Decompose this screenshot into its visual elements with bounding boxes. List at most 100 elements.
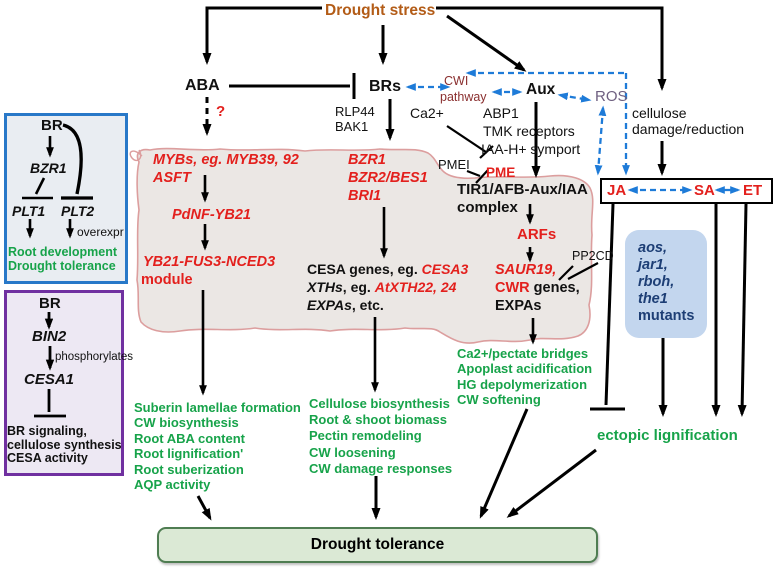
- arrow-et-to-ectopic: [737, 203, 748, 417]
- arrow-ectopic-to-dt: [506, 448, 597, 518]
- list-item: Ca2+/pectate bridges: [457, 346, 589, 361]
- drought-stress-label: Drought stress: [325, 2, 436, 19]
- tir1-complex-line2: complex: [457, 199, 518, 216]
- list-item: Root & shoot biomass: [309, 412, 447, 428]
- bzr2-bes1-label: BZR2/BES1: [348, 170, 428, 186]
- symport-label: IAA-H+ symport: [481, 141, 581, 157]
- yb21-fus3-nced3-label: YB21-FUS3-NCED3: [143, 254, 276, 270]
- list-item: Root suberization: [134, 461, 244, 477]
- saur19-label: SAUR19,: [495, 262, 557, 278]
- purplebox-out2: cellulose synthesis: [7, 437, 122, 452]
- list-item: Pectin remodeling: [309, 428, 422, 444]
- cesa-genes-line: CESA genes, eg. CESA3: [307, 261, 469, 278]
- top-arrows: [202, 6, 667, 178]
- overexpr-label: overexpr: [77, 225, 124, 239]
- list-item: CW softening: [457, 392, 541, 408]
- et-label: ET: [743, 182, 763, 199]
- tmk-label: TMK receptors: [483, 123, 575, 139]
- mutant-rboh: rboh,: [638, 274, 675, 290]
- cwi-label-line2: pathway: [440, 90, 487, 104]
- list-item: CW loosening: [309, 444, 396, 460]
- cellulose-damage-line1: cellulose: [632, 105, 687, 121]
- phosphorylates-label: phosphorylates: [55, 351, 133, 363]
- purplebox-outputs: BR signaling, cellulose synthesis CESA a…: [7, 424, 122, 466]
- list-item: Suberin lamellae formation: [134, 400, 301, 415]
- arrow-drought-to-cellulose: [436, 6, 667, 91]
- xths-text: XTHs: [307, 279, 343, 295]
- genes-text: genes,: [529, 280, 580, 296]
- cesa-genes-text: CESA genes, eg.: [307, 261, 422, 277]
- pme-label: PME: [486, 165, 516, 180]
- expas-line: EXPAs, etc.: [307, 297, 384, 314]
- bin2-label: BIN2: [32, 328, 67, 345]
- bri1-label: BRI1: [348, 188, 382, 204]
- line-pp2cd-saur19: [567, 262, 599, 280]
- outcome-list-aux: Ca2+/pectate bridges Apoplast acidificat…: [457, 346, 592, 408]
- outcome-list-brs: Cellulose biosynthesis Root & shoot biom…: [309, 396, 452, 477]
- list-item: AQP activity: [134, 477, 211, 493]
- drought-tolerance-box: Drought tolerance: [157, 527, 598, 563]
- brs-label: BRs: [369, 78, 402, 95]
- ectopic-lignification-label: ectopic lignification: [597, 427, 738, 444]
- purplebox-out3: CESA activity: [7, 451, 88, 466]
- plt2-label: PLT2: [61, 203, 95, 219]
- cesa3-text: CESA3: [421, 261, 469, 277]
- arrow-drought-to-aba: [202, 6, 322, 65]
- cwi-label-line1: CWI: [444, 74, 469, 88]
- ca2-label: Ca2+: [410, 105, 444, 121]
- pdnf-yb21-label: PdNF-YB21: [172, 207, 251, 223]
- list-item: HG depolymerization: [457, 376, 588, 392]
- sa-label: SA: [694, 182, 715, 199]
- arrow-drought-to-aux: [446, 14, 527, 72]
- list-item: Apoplast acidification: [457, 361, 593, 377]
- cwr-genes-line: CWR genes,: [495, 280, 580, 296]
- bluebox-out1: Root development: [8, 245, 118, 259]
- arrow-list3-to-dt: [479, 408, 529, 519]
- purplebox-br-label: BR: [39, 295, 61, 312]
- list-item: Cellulose biosynthesis: [309, 396, 450, 411]
- etc-text: , etc.: [351, 297, 384, 313]
- asft-label: ASFT: [153, 170, 191, 186]
- mutant-aos: aos,: [638, 240, 668, 256]
- list-item: Root lignification': [134, 446, 244, 462]
- bzr1-label: BZR1: [348, 152, 386, 168]
- cesa1-label: CESA1: [24, 371, 75, 388]
- cwr-text: CWR: [495, 280, 530, 296]
- arfs-label: ARFs: [517, 226, 557, 243]
- dbl-arrow-aux-ros: [557, 92, 592, 103]
- drought-tolerance-label: Drought tolerance: [310, 536, 445, 553]
- pmei-label: PMEI: [438, 157, 470, 172]
- br-bin2-cesa1-box: [4, 290, 124, 476]
- purplebox-out1: BR signaling,: [7, 424, 87, 438]
- plt1-label: PLT1: [12, 203, 46, 219]
- list-item: CW biosynthesis: [134, 415, 239, 431]
- list-item: CW damage responses: [309, 460, 453, 476]
- ja-label: JA: [607, 182, 627, 199]
- cellulose-damage-line2: damage/reduction: [632, 121, 745, 137]
- bluebox-br-label: BR: [41, 117, 63, 134]
- tir1-complex-line1: TIR1/AFB-Aux/IAA: [457, 181, 588, 198]
- question-mark: ?: [216, 103, 226, 120]
- atxth-text: AtXTH22, 24: [374, 279, 457, 295]
- myb-label: MYBs, eg. MYB39, 92: [153, 152, 299, 168]
- blob-scribble: [129, 149, 143, 162]
- mutant-jar1: jar1,: [638, 257, 668, 273]
- mutants-box: [625, 230, 707, 338]
- aba-label: ABA: [185, 77, 220, 94]
- arrow-aqp-to-dt: [196, 495, 212, 521]
- bluebox-bzr1-label: BZR1: [30, 160, 67, 176]
- list-item: Root ABA content: [134, 430, 245, 446]
- ros-label: ROS: [595, 88, 628, 105]
- abp1-label: ABP1: [483, 105, 519, 121]
- bluebox-out2: Drought tolerance: [8, 259, 116, 273]
- mutant-the1: the1: [638, 291, 668, 307]
- bak1-label: BAK1: [335, 119, 369, 134]
- inhibit-ja-ectopic: [604, 203, 615, 406]
- slash-saur19: [558, 265, 574, 281]
- pp2cd-label: PP2CD: [572, 249, 614, 263]
- dbl-arrow-ros-ja: [594, 105, 607, 176]
- mutants-list: aos, jar1, rboh, the1 mutants: [638, 240, 694, 325]
- expas3-label: EXPAs: [495, 298, 542, 314]
- mutants-word: mutants: [638, 308, 695, 324]
